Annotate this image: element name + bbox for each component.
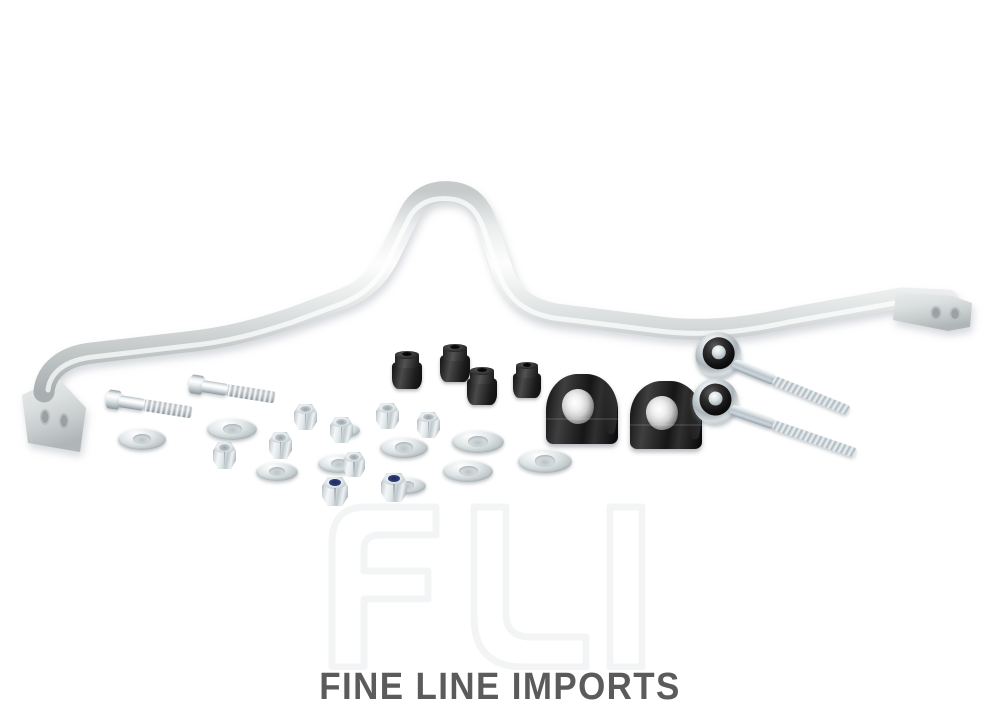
spacer-bushing	[467, 367, 497, 405]
hex-nut	[376, 403, 399, 429]
brand-watermark-text: FINE LINE IMPORTS	[319, 666, 681, 708]
flat-washer	[256, 462, 298, 481]
flat-washer	[443, 460, 493, 482]
hex-nut	[294, 404, 317, 430]
hex-nut	[269, 432, 292, 459]
hex-nut	[343, 452, 365, 477]
flat-washer	[518, 449, 572, 473]
d-bushing	[630, 381, 702, 449]
d-bushing	[546, 374, 618, 444]
flat-washer	[118, 428, 166, 450]
spacer-bushing	[440, 344, 470, 382]
spacer-bushing	[513, 362, 541, 398]
sway-bar-tube	[33, 181, 959, 403]
flat-washer	[452, 430, 504, 453]
nyloc-nut	[381, 473, 407, 502]
spacer-bushing	[392, 351, 422, 389]
hex-nut	[330, 417, 353, 443]
hex-nut	[213, 442, 236, 469]
nyloc-nut	[322, 477, 348, 506]
flat-washer	[380, 437, 428, 458]
flat-washer	[207, 418, 257, 440]
hex-nut	[417, 412, 440, 438]
